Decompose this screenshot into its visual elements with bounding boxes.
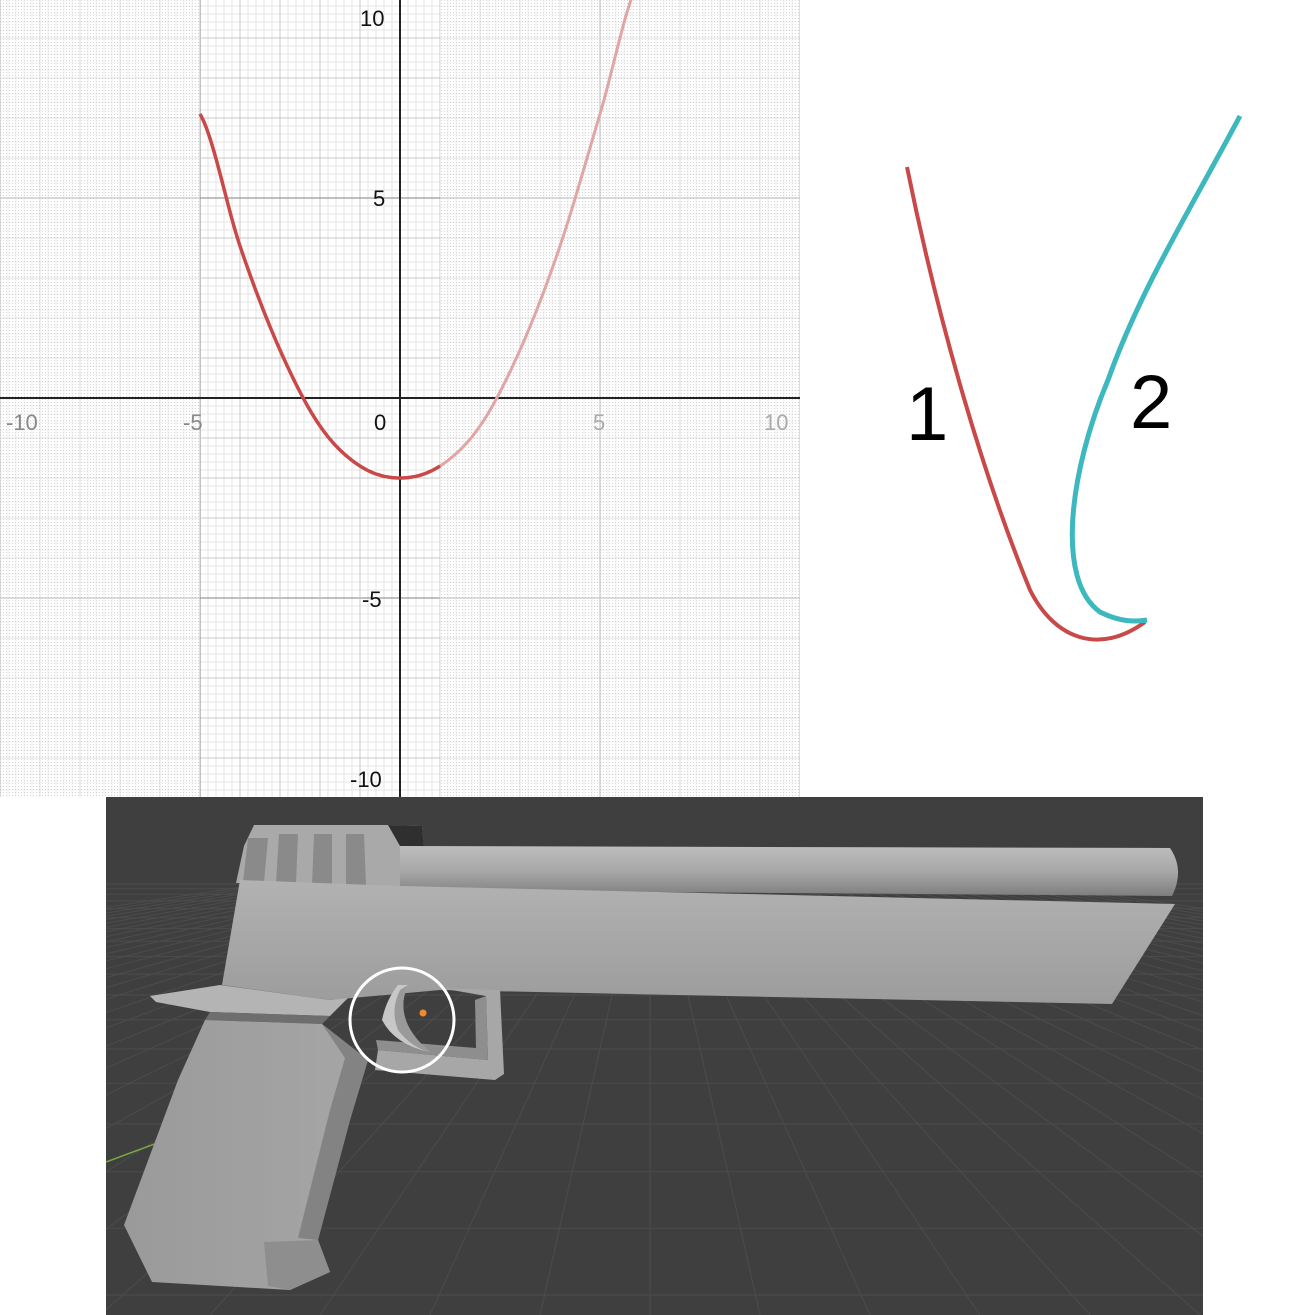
pistol-model[interactable]: [124, 825, 1179, 1290]
slide[interactable]: [222, 880, 1175, 1004]
y-tick-label: -10: [350, 767, 382, 792]
x-tick-label: 0: [374, 410, 386, 435]
x-tick-label: 5: [593, 410, 605, 435]
curve-highlight-segment: [198, 113, 441, 480]
function-graph: -10 -5 0 5 10 10 5 -5 -10: [0, 0, 800, 797]
x-tick-label: -5: [183, 410, 203, 435]
curve-sketch: 1 2: [905, 114, 1243, 642]
parabola-curve: [198, 0, 633, 480]
x-tick-label: 10: [764, 410, 788, 435]
trigger-guard[interactable]: [375, 988, 504, 1080]
y-tick-label: 10: [360, 6, 384, 31]
curve-1: [905, 166, 1147, 642]
y-tick-label: 5: [373, 186, 385, 211]
x-axis-line: [106, 1141, 161, 1163]
trigger[interactable]: [382, 985, 430, 1052]
curve-1-label: 1: [906, 372, 948, 457]
curve-2-label: 2: [1130, 360, 1172, 445]
slide-serrations: [243, 834, 366, 886]
barrel[interactable]: [400, 846, 1179, 896]
frame-tang: [150, 985, 348, 1016]
selection-circle[interactable]: [348, 966, 456, 1074]
x-tick-label: -10: [6, 410, 38, 435]
curve-2: [1069, 114, 1243, 624]
origin-dot: [419, 1009, 427, 1017]
y-tick-label: -5: [362, 587, 382, 612]
3d-viewport[interactable]: [106, 797, 1203, 1315]
tick-labels: -10 -5 0 5 10 10 5 -5 -10: [6, 6, 788, 792]
